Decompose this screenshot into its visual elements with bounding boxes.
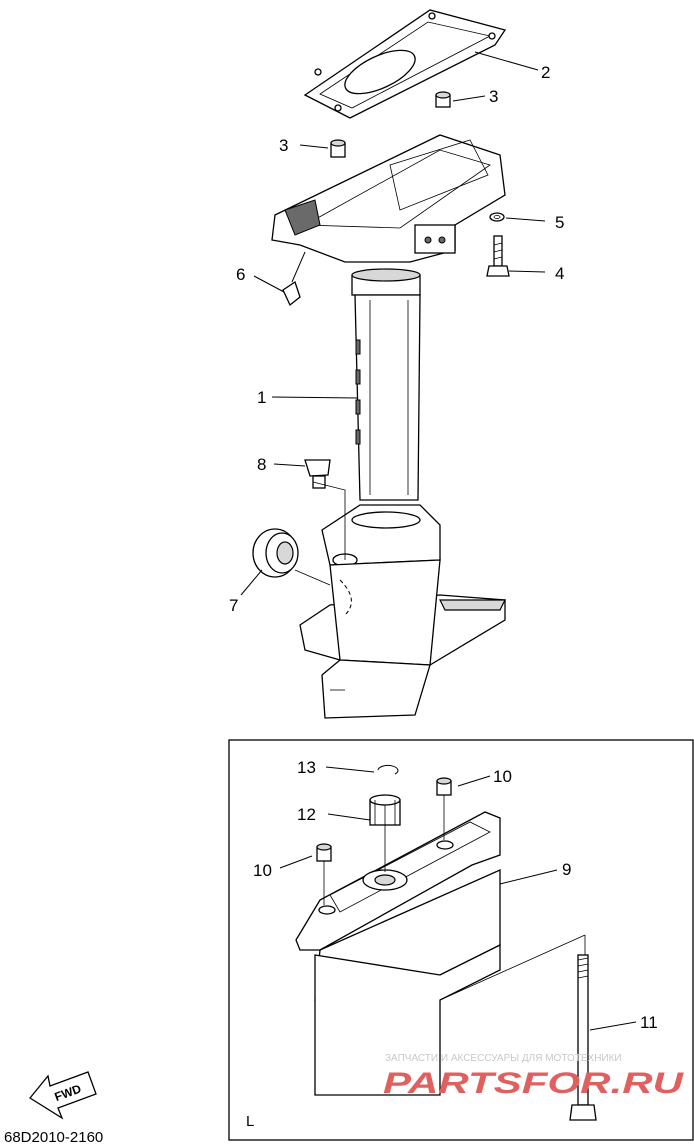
watermark-tagline: ЗАПЧАСТИ И АКСЕССУАРЫ ДЛЯ МОТОТЕХНИКИ: [385, 1053, 622, 1064]
long-bolt-part-11: [569, 935, 597, 1121]
collar-part-10-upper: [436, 777, 452, 840]
diagram-code: 68D2010-2160: [4, 1129, 103, 1145]
plug-part-8: [304, 459, 346, 560]
inset-panel: [228, 739, 694, 1141]
callout-3-left: 3: [279, 136, 288, 155]
callout-8: 8: [257, 455, 266, 474]
callout-12: 12: [297, 805, 316, 824]
callout-4: 4: [555, 264, 564, 283]
grommet-part-7: [252, 528, 331, 586]
callout-2: 2: [541, 63, 550, 82]
callout-numbers: 2 3 3 5 6 4 1 8 7 13 10 12 9 10 11: [229, 63, 658, 1032]
watermark: ЗАПЧАСТИ И АКСЕССУАРЫ ДЛЯ МОТОТЕХНИКИ PA…: [383, 1053, 685, 1100]
leader-lines: [240, 51, 637, 1031]
forward-direction-arrow: FWD: [29, 1071, 97, 1120]
callout-13: 13: [297, 758, 316, 777]
washer-part-5: [489, 212, 505, 222]
grommet-part-12: [369, 794, 401, 872]
callout-5: 5: [555, 213, 564, 232]
collar-part-10-lower: [316, 843, 332, 905]
callout-1: 1: [257, 388, 266, 407]
callout-6: 6: [236, 265, 245, 284]
inset-label: L: [246, 1113, 254, 1130]
callout-10-upper: 10: [493, 767, 512, 786]
collar-part-3-left: [330, 139, 346, 158]
watermark-logo: PARTSFOR.RU: [383, 1067, 685, 1100]
bolt-part-4: [486, 235, 510, 277]
callout-3-right: 3: [489, 87, 498, 106]
extension-part-9: [295, 811, 586, 1096]
drive-shaft-housing-part-1: [271, 134, 506, 719]
fitting-part-6: [282, 251, 306, 307]
collar-part-3-right: [435, 91, 451, 108]
callout-10-lower: 10: [253, 861, 272, 880]
gasket-part-2: [303, 9, 507, 119]
callout-11: 11: [640, 1013, 658, 1032]
circlip-part-13: [377, 764, 399, 775]
callout-7: 7: [229, 596, 238, 615]
callout-9: 9: [562, 860, 571, 879]
